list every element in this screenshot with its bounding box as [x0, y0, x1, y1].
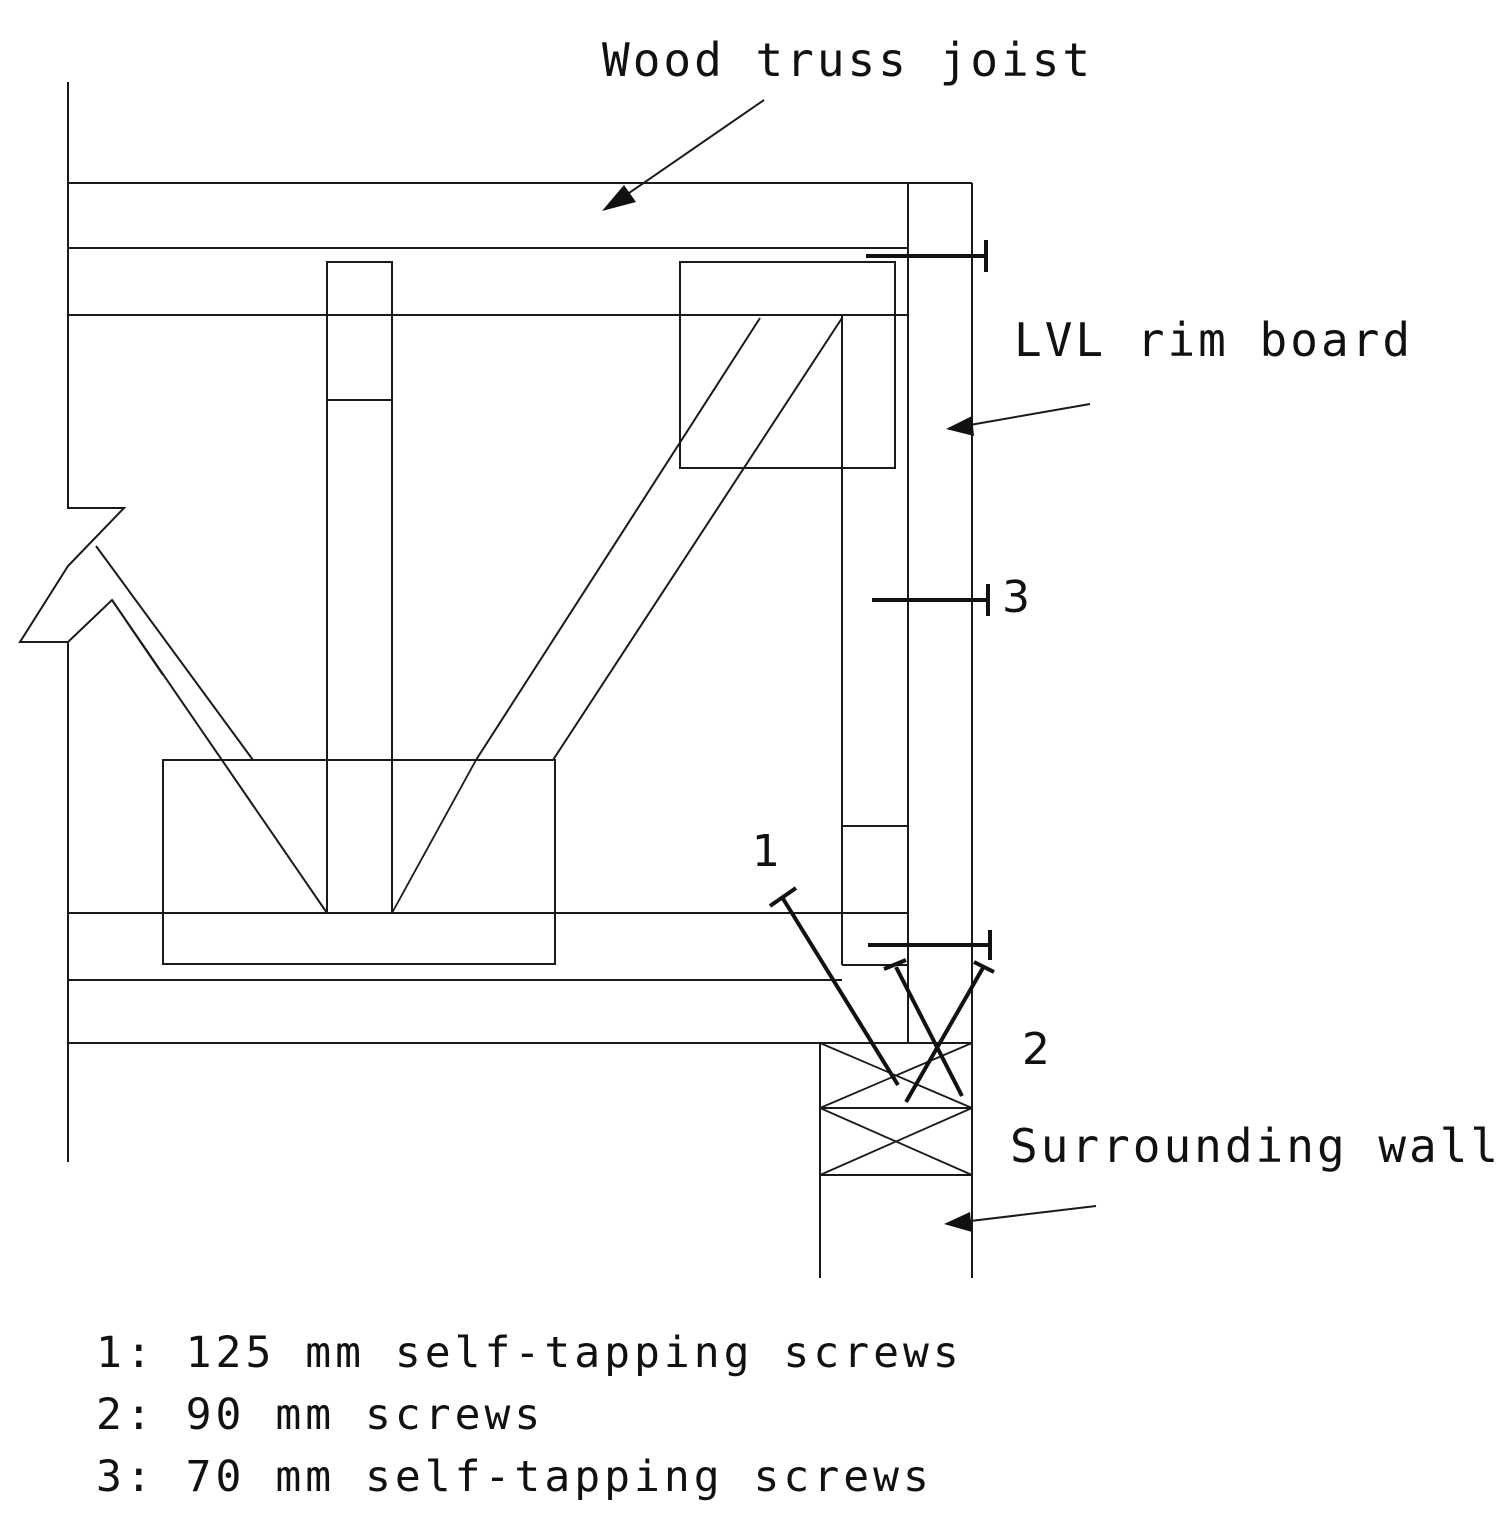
screw-70mm-top	[866, 240, 988, 272]
screw-legend: 1: 125 mm self-tapping screws 2: 90 mm s…	[96, 1322, 963, 1508]
end-block	[841, 315, 908, 966]
rim-label: LVL rim board	[1014, 313, 1413, 367]
legend-item-1: 1: 125 mm self-tapping screws	[96, 1328, 963, 1378]
truss-label: Wood truss joist	[602, 33, 1093, 87]
screw-number-3: 3	[1002, 572, 1030, 623]
top-chord	[68, 182, 972, 316]
rim-leader-arrow	[946, 403, 1091, 436]
diagonal-web-left	[67, 545, 328, 914]
wall-top-plates	[819, 1042, 973, 1278]
wall-leader-arrow	[944, 1205, 1097, 1232]
wall-label: Surrounding wall	[1010, 1119, 1501, 1173]
joist-break-line	[18, 82, 127, 1162]
legend-item-2: 2: 90 mm screws	[96, 1390, 545, 1440]
screw-90mm-a	[883, 958, 964, 1097]
screw-90mm-b	[904, 960, 995, 1103]
diagonal-web-right	[391, 317, 843, 914]
screw-number-2: 2	[1022, 1024, 1050, 1075]
screw-number-1: 1	[752, 826, 780, 877]
screw-125mm	[768, 886, 900, 1087]
screw-70mm-middle	[872, 584, 990, 616]
legend-item-3: 3: 70 mm self-tapping screws	[96, 1452, 933, 1502]
lvl-rim-board	[907, 183, 973, 1278]
vertical-web	[326, 261, 393, 914]
bottom-block	[162, 759, 556, 965]
screw-70mm-bottom	[868, 930, 992, 960]
top-right-block	[679, 261, 896, 469]
bottom-chord	[68, 912, 908, 1044]
truss-leader-arrow	[602, 99, 765, 211]
